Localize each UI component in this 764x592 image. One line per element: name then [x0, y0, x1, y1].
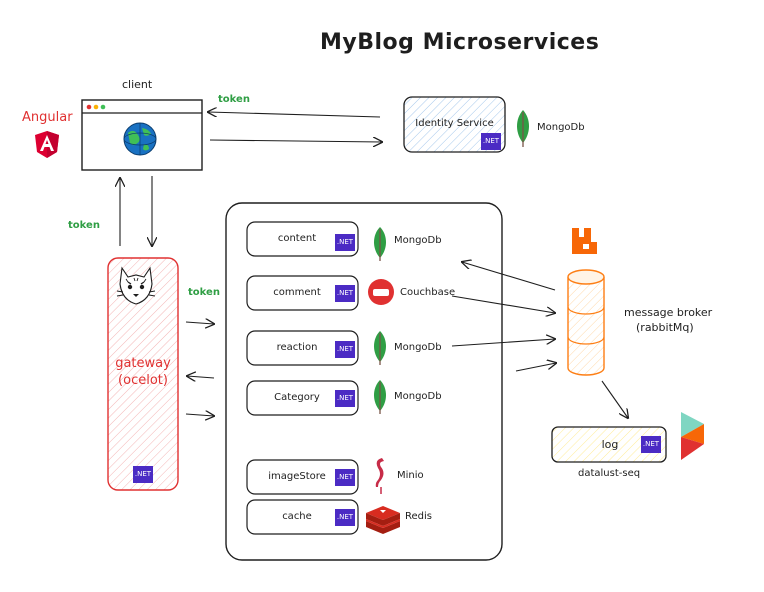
net-badge: .NET [641, 436, 661, 453]
arrow-services-to-gateway [187, 376, 215, 378]
mongodb-leaf-icon [374, 380, 386, 414]
service-content-db: MongoDb [394, 235, 442, 246]
gateway-box [107, 257, 179, 491]
arrow-reaction-to-broker [451, 339, 555, 347]
log-label: log [601, 438, 619, 451]
arrow-comment-to-broker [451, 295, 555, 313]
service-boxes [246, 221, 359, 535]
identity-db-label: MongoDb [537, 122, 585, 133]
token-label-client: token [68, 220, 100, 231]
service-reaction-db: MongoDb [394, 342, 442, 353]
net-badge: .NET [133, 466, 153, 483]
service-reaction-label: reaction [276, 342, 318, 353]
arrow-category-to-broker [515, 363, 556, 372]
service-content-label: content [277, 233, 317, 244]
service-imagestore-db: Minio [397, 470, 424, 481]
service-imagestore-label: imageStore [268, 471, 326, 482]
ocelot-cat-icon [116, 266, 156, 305]
service-cache-db: Redis [405, 511, 432, 522]
message-broker-cylinder [567, 269, 605, 376]
service-comment-label: comment [273, 287, 321, 298]
arrow-client-to-identity [209, 140, 382, 142]
redis-icon [366, 506, 400, 534]
net-badge: .NET [335, 390, 355, 407]
net-badge: .NET [335, 285, 355, 302]
arrow-broker-to-content [462, 262, 556, 291]
gateway-label-line1: gateway [115, 356, 171, 371]
net-badge: .NET [481, 133, 501, 150]
arrow-broker-to-log [601, 380, 628, 418]
rabbitmq-icon [572, 228, 597, 254]
angular-label: Angular [22, 110, 73, 125]
service-comment-db: Couchbase [400, 287, 456, 298]
minio-flamingo-icon [375, 458, 384, 494]
arrow-gateway-to-services-1 [185, 322, 214, 324]
seq-logo-icon [681, 412, 704, 460]
net-badge: .NET [335, 509, 355, 526]
globe-icon [123, 122, 157, 156]
mongodb-leaf-icon [374, 227, 386, 261]
service-cache-label: cache [282, 511, 312, 522]
gateway-label-line2: (ocelot) [118, 373, 168, 388]
arrow-identity-to-client [208, 112, 381, 118]
arrow-gateway-to-services-2 [185, 414, 214, 416]
mongodb-leaf-icon [374, 331, 386, 365]
net-badge: .NET [335, 341, 355, 358]
net-badge: .NET [335, 469, 355, 486]
broker-label-line1: message broker [624, 306, 713, 319]
client-browser-window [81, 99, 203, 171]
token-label-identity: token [218, 94, 250, 105]
net-badge: .NET [335, 234, 355, 251]
log-caption: datalust-seq [578, 468, 641, 479]
broker-label-line2: (rabbitMq) [636, 321, 694, 334]
client-label: client [122, 78, 153, 91]
mongodb-leaf-icon [517, 110, 529, 147]
service-category-label: Category [274, 392, 320, 403]
identity-service-label: Identity Service [415, 118, 494, 129]
log-box [551, 426, 667, 463]
angular-logo-icon [35, 131, 59, 158]
diagram-title: MyBlog Microservices [320, 30, 600, 55]
couchbase-icon [368, 279, 394, 305]
identity-service-box [403, 96, 506, 153]
service-category-db: MongoDb [394, 391, 442, 402]
token-label-gateway: token [188, 287, 220, 298]
